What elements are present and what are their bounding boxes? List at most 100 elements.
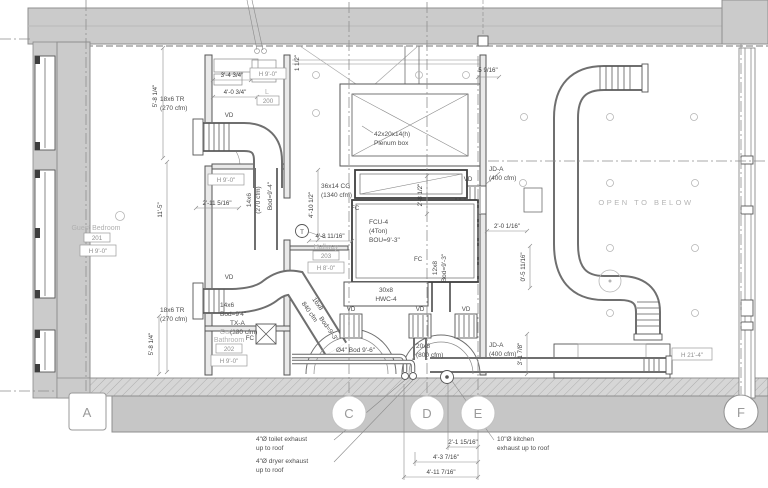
room-letter-closet: L <box>265 89 269 96</box>
grid-letter-d: D <box>422 406 431 421</box>
right-window-wall <box>738 47 756 399</box>
height-tag-box <box>307 261 345 274</box>
dim-closet-a: 3'-4 3/4" <box>221 72 244 79</box>
callout-dryer-exhaust: 4"Ø dryer exhaust <box>256 458 308 465</box>
label-r14: 14x6 <box>246 193 253 207</box>
open-to-below-label: OPEN TO BELOW <box>598 198 693 207</box>
label-jd-top-cfm: (400 cfm) <box>489 175 516 182</box>
grid-lines <box>0 0 768 396</box>
label-pipe4: Ø4" Bod 9'-6" <box>336 347 376 354</box>
height-tag-box <box>207 173 245 186</box>
label-fcu-tons: (4Ton) <box>369 228 387 235</box>
grid-letter-a: A <box>83 405 92 420</box>
dim-small-top: 1 1/2" <box>294 55 301 71</box>
room-name-bathroom1: Guest <box>220 329 239 336</box>
vd-label: VD <box>462 306 471 313</box>
room-name-bathroom2: Bathroom <box>214 337 245 344</box>
room-number-hallway: 203 <box>321 253 332 260</box>
label-bod94: Bod=9'-4" <box>267 181 274 210</box>
dim-dryer-offset: 4'-3 7/16" <box>433 454 459 461</box>
callout-kitchen-exhaust: 10"Ø kitchen <box>497 436 534 443</box>
room-number-box <box>312 250 340 261</box>
grid-letter-e: E <box>474 406 483 421</box>
pipe-riser <box>261 48 267 54</box>
thermostat-symbol <box>295 224 309 238</box>
toilet-exhaust-riser <box>401 372 409 380</box>
label-d12: 12x8 <box>432 261 439 275</box>
casework <box>213 58 259 73</box>
duct-end-flange <box>633 333 663 341</box>
height-tag-box <box>210 354 248 367</box>
grid-bubbles: A C D E F <box>68 392 759 431</box>
register-boot <box>192 282 204 320</box>
height-tag-bedroom: H 9'-0" <box>89 248 108 255</box>
room-number-box <box>256 95 280 106</box>
partition <box>211 163 285 170</box>
height-tag-bathroom: H 9'-0" <box>220 358 239 365</box>
label-d20: 20x8 <box>416 343 430 350</box>
room-name-hallway: Hallway <box>314 244 339 251</box>
flex-connectors <box>203 66 660 371</box>
dim-cg-height: 2'-8 1/2" <box>417 184 424 207</box>
duct-end-flange <box>641 63 649 93</box>
fc-label: FC <box>414 256 423 263</box>
room-number-bedroom: 201 <box>92 235 103 242</box>
bottom-wall-hatched <box>87 377 768 397</box>
partition <box>204 330 213 376</box>
label-hwc-size: 30x8 <box>379 287 393 294</box>
left-windows <box>34 55 56 373</box>
grid-letter-c: C <box>344 406 353 421</box>
grid-bubble-a <box>68 392 107 431</box>
label-jd-top: JD-A <box>489 166 504 173</box>
dim-jd-offset: 2'-0 1/16" <box>494 223 520 230</box>
room-name-bedroom: Guest Bedroom <box>71 225 120 232</box>
fc-damper <box>255 323 277 345</box>
right-window-mullion <box>740 155 754 165</box>
grid-bubble-c <box>331 395 367 431</box>
exhaust-leader <box>246 0 258 51</box>
height-tag-right: H 21'-4" <box>681 352 703 359</box>
dim-riser-height: 4'-10 1/2" <box>308 192 315 218</box>
label-fcu-bou: BOU=9'-3" <box>369 237 401 244</box>
dim-window-upper: 5'-8 1/4" <box>152 85 159 108</box>
equipment-shapes <box>295 83 501 307</box>
label-jd-bottom-cfm: (400 cfm) <box>489 351 516 358</box>
callout-kitchen-exhaust2: exhaust up to roof <box>497 445 549 452</box>
dimension-texts: 5'-8 1/4" 5'-8 1/4" 11'-5" 3'-4 3/4" 4'-… <box>148 55 527 476</box>
partition <box>289 245 349 251</box>
vd-takeoffs <box>339 313 478 339</box>
partition <box>204 325 291 332</box>
vd-label: VD <box>347 306 356 313</box>
room-labels: Guest Bedroom 201 H 9'-0" Guest Bathroom… <box>71 67 713 367</box>
plenum-leader <box>361 125 374 134</box>
label-tr-upper-cfm: (270 cfm) <box>160 105 187 112</box>
label-plenum: 42x20x14(h) <box>374 131 410 138</box>
kitchen-riser-chase <box>477 35 489 47</box>
dimension-lines <box>156 45 533 480</box>
ceiling-symbols <box>115 71 699 317</box>
room-number-bathroom: 202 <box>224 346 235 353</box>
dim-window-lower: 5'-8 1/4" <box>148 333 155 356</box>
vd-label: VD <box>464 176 473 183</box>
grid-bubble-e <box>460 395 496 431</box>
register-boot <box>192 118 204 156</box>
label-tr-lower-cfm: (270 cfm) <box>160 316 187 323</box>
dim-fcu-width: 4'-8 11/16" <box>315 233 344 240</box>
label-cg-cfm: (1340 cfm) <box>321 192 352 199</box>
pipe-riser <box>254 48 260 54</box>
label-d20-cfm: (800 cfm) <box>416 352 443 359</box>
partition <box>283 239 291 376</box>
dim-kitchen-offset: 2'-1 15/16" <box>448 439 478 446</box>
label-tx-cfm: (180 cfm) <box>230 329 257 336</box>
partition <box>283 54 291 199</box>
dim-toilet-offset: 4'-11 7/16" <box>426 469 455 476</box>
label-plenum2: Plenum box <box>374 140 409 147</box>
grid-letter-f: F <box>737 405 745 420</box>
dim-room-height: 11'-5" <box>157 202 164 217</box>
label-jd-bottom: JD-A <box>489 342 504 349</box>
plenum-box-inner <box>351 93 469 157</box>
callout-toilet-exhaust: 4"Ø toilet exhaust <box>256 436 307 443</box>
height-tag-hallway: H 8'-0" <box>317 265 336 272</box>
top-right-corner-wall <box>721 0 768 45</box>
